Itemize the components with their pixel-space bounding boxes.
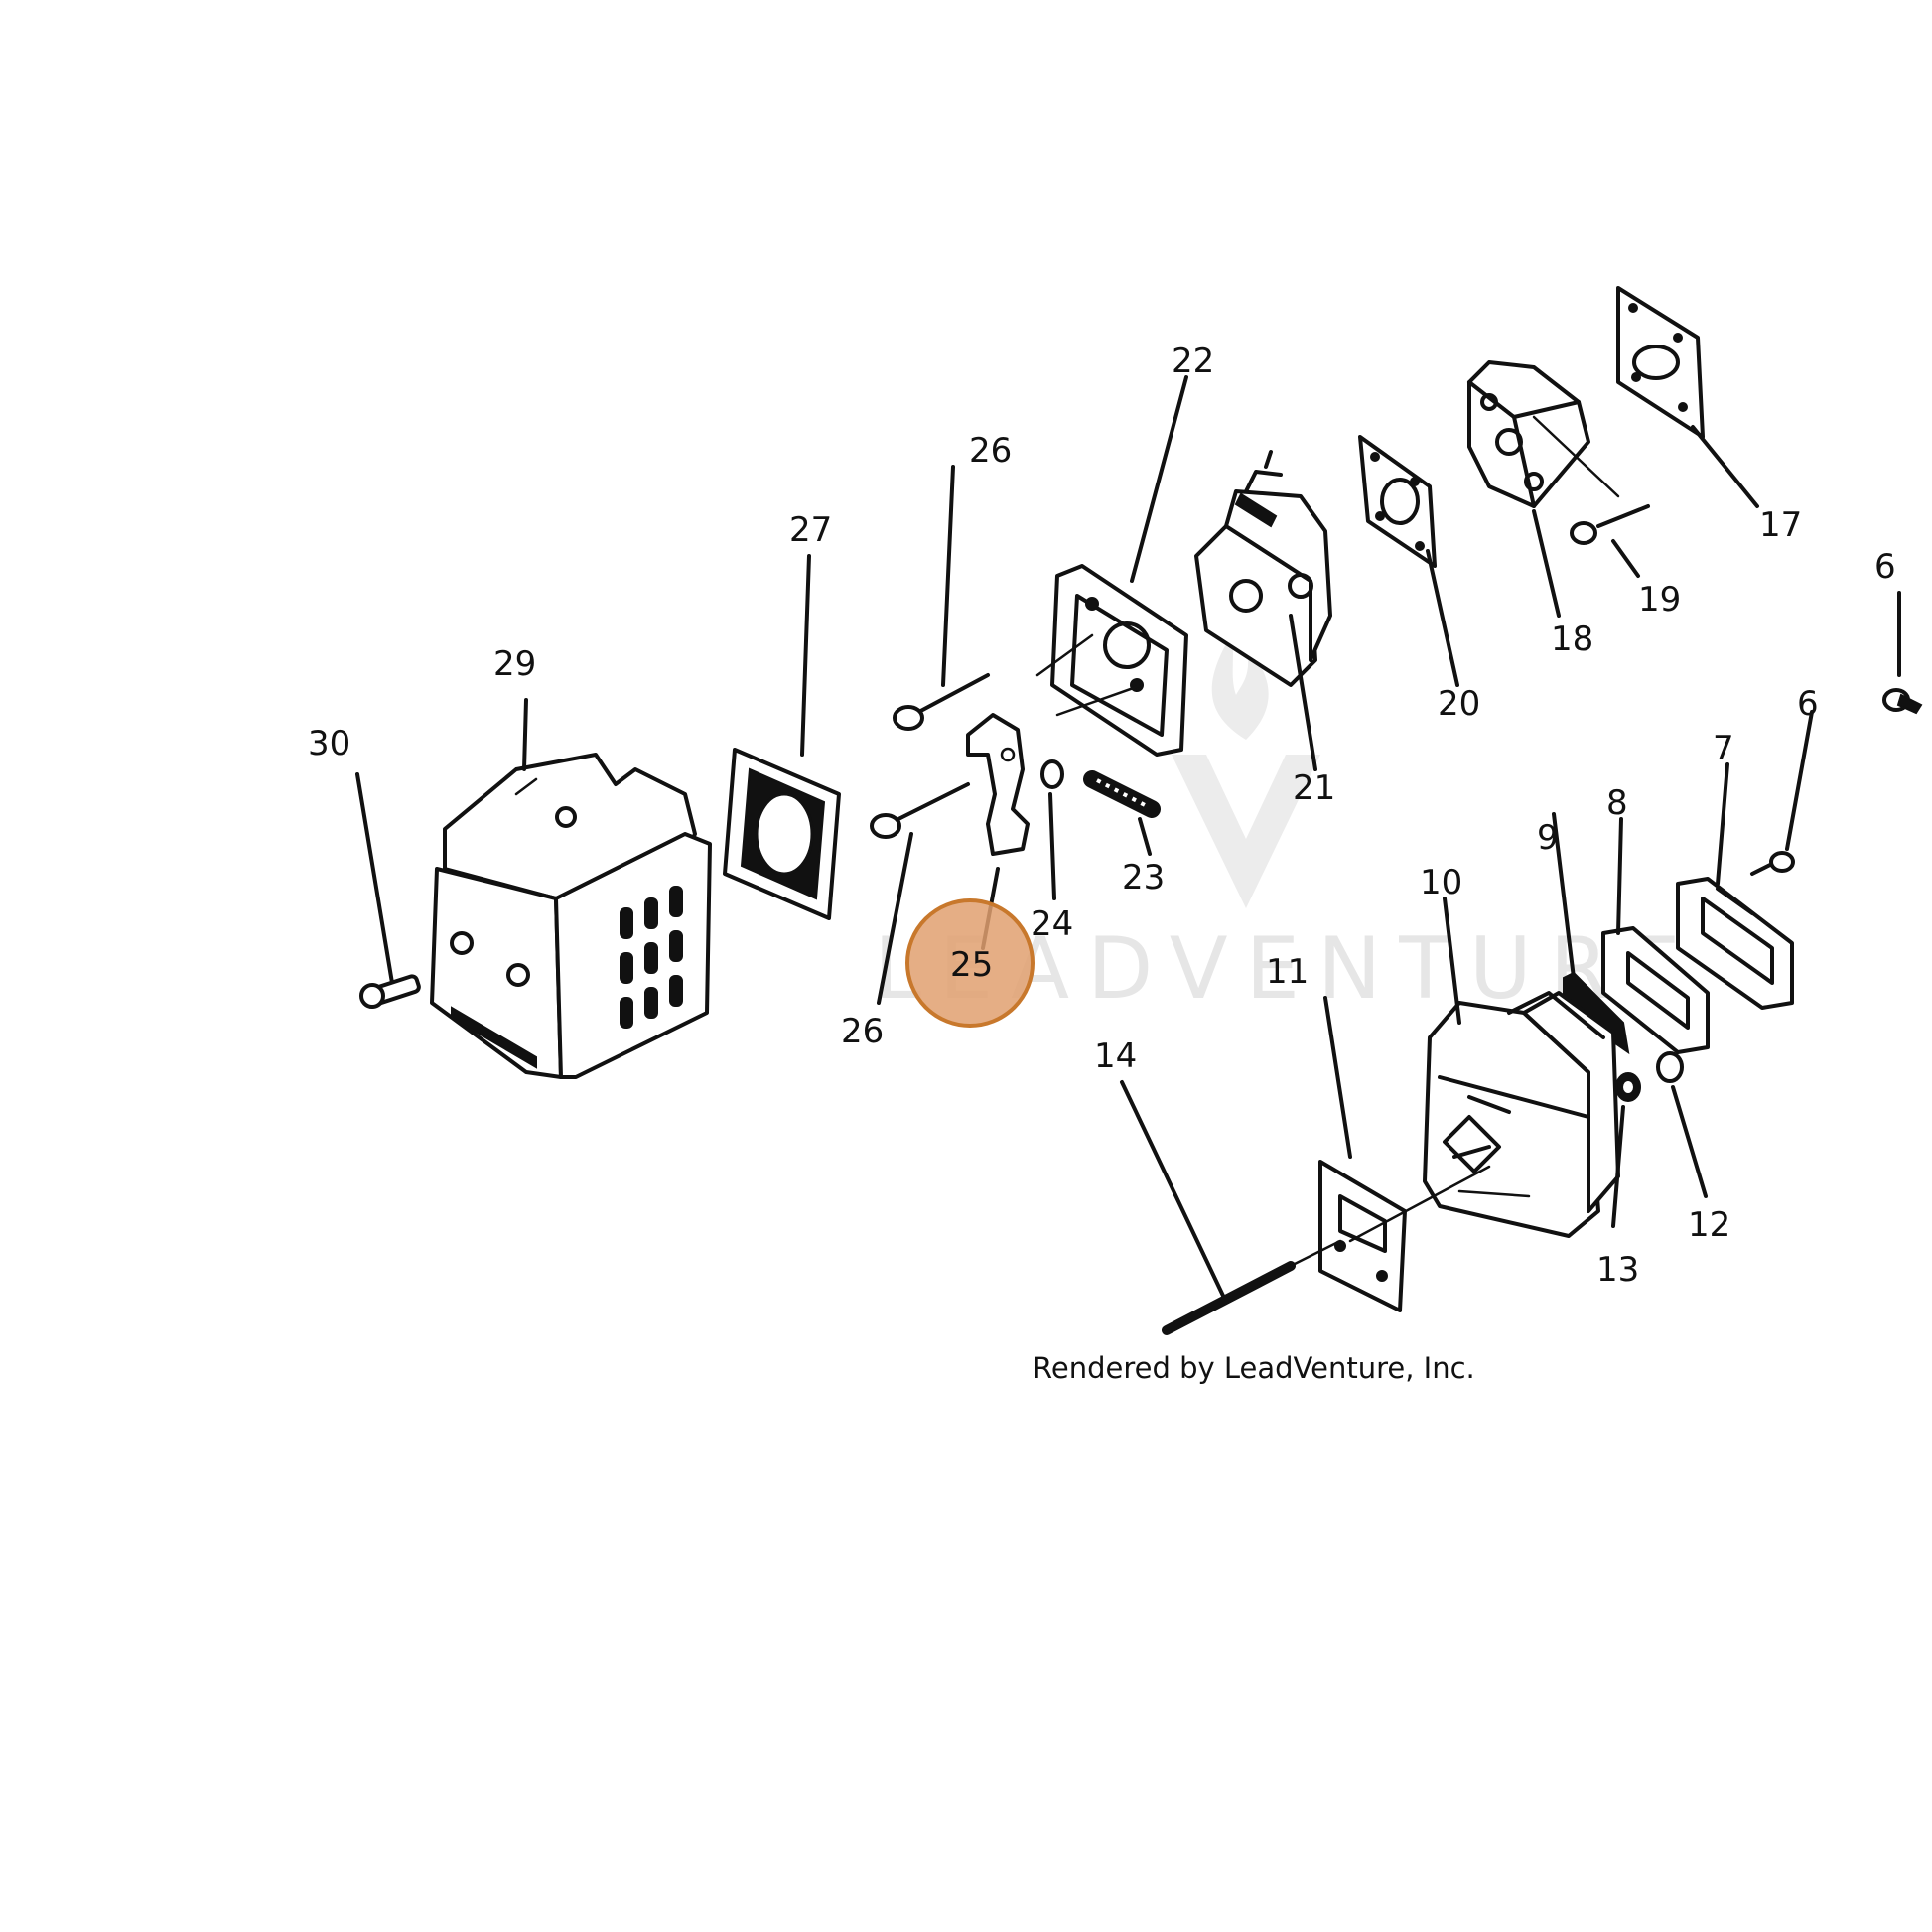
part-29-shroud-cover[interactable] bbox=[430, 698, 712, 1079]
part-7-cover-plate[interactable] bbox=[1676, 762, 1794, 1010]
label-23[interactable]: 23 bbox=[1122, 858, 1165, 897]
highlight-marker bbox=[905, 898, 1035, 1028]
label-20[interactable]: 20 bbox=[1438, 684, 1480, 724]
part-30-bolt[interactable] bbox=[355, 772, 421, 1009]
label-14[interactable]: 14 bbox=[1094, 1036, 1137, 1076]
part-18-insulator[interactable] bbox=[1467, 360, 1620, 618]
label-12[interactable]: 12 bbox=[1688, 1205, 1730, 1245]
part-20-gasket[interactable] bbox=[1358, 435, 1459, 687]
part-23-stud[interactable] bbox=[1083, 770, 1161, 856]
part-13-nut[interactable] bbox=[1611, 1072, 1641, 1228]
label-19[interactable]: 19 bbox=[1638, 580, 1681, 620]
part-8-gasket[interactable] bbox=[1601, 817, 1710, 1054]
label-29[interactable]: 29 bbox=[493, 644, 536, 684]
label-21[interactable]: 21 bbox=[1293, 768, 1335, 808]
label-30[interactable]: 30 bbox=[308, 724, 350, 763]
label-8[interactable]: 8 bbox=[1606, 783, 1628, 823]
label-9[interactable]: 9 bbox=[1537, 818, 1559, 858]
label-22[interactable]: 22 bbox=[1172, 342, 1214, 381]
part-26-bolts[interactable] bbox=[870, 465, 990, 1005]
label-26-bottom[interactable]: 26 bbox=[841, 1012, 884, 1051]
label-17[interactable]: 17 bbox=[1759, 505, 1802, 545]
part-22-air-box[interactable] bbox=[1035, 375, 1188, 757]
part-19-bolt[interactable] bbox=[1570, 504, 1650, 578]
label-26-top[interactable]: 26 bbox=[969, 431, 1012, 471]
label-6-top[interactable]: 6 bbox=[1874, 547, 1896, 587]
label-6[interactable]: 6 bbox=[1797, 684, 1819, 724]
label-25[interactable]: 25 bbox=[950, 945, 993, 985]
label-27[interactable]: 27 bbox=[789, 510, 832, 550]
part-17-gasket[interactable] bbox=[1616, 286, 1759, 508]
part-25-bracket[interactable] bbox=[966, 713, 1030, 950]
part-6-bolts[interactable] bbox=[1750, 591, 1923, 876]
label-7[interactable]: 7 bbox=[1713, 729, 1734, 768]
label-24[interactable]: 24 bbox=[1031, 904, 1073, 944]
part-27-gasket[interactable] bbox=[723, 554, 841, 920]
label-10[interactable]: 10 bbox=[1420, 863, 1462, 902]
part-24-washer[interactable] bbox=[1040, 759, 1064, 900]
part-14-stud[interactable] bbox=[1120, 1080, 1342, 1335]
part-12-nut[interactable] bbox=[1656, 1051, 1708, 1198]
part-labels: 6 6 7 8 9 10 11 12 13 14 17 18 19 20 21 … bbox=[308, 342, 1896, 1290]
label-18[interactable]: 18 bbox=[1551, 620, 1593, 659]
part-21-carburetor[interactable] bbox=[1194, 450, 1332, 771]
label-13[interactable]: 13 bbox=[1596, 1250, 1639, 1290]
part-11-gasket[interactable] bbox=[1318, 996, 1491, 1312]
label-11[interactable]: 11 bbox=[1266, 952, 1309, 992]
render-credit: Rendered by LeadVenture, Inc. bbox=[1033, 1351, 1475, 1385]
